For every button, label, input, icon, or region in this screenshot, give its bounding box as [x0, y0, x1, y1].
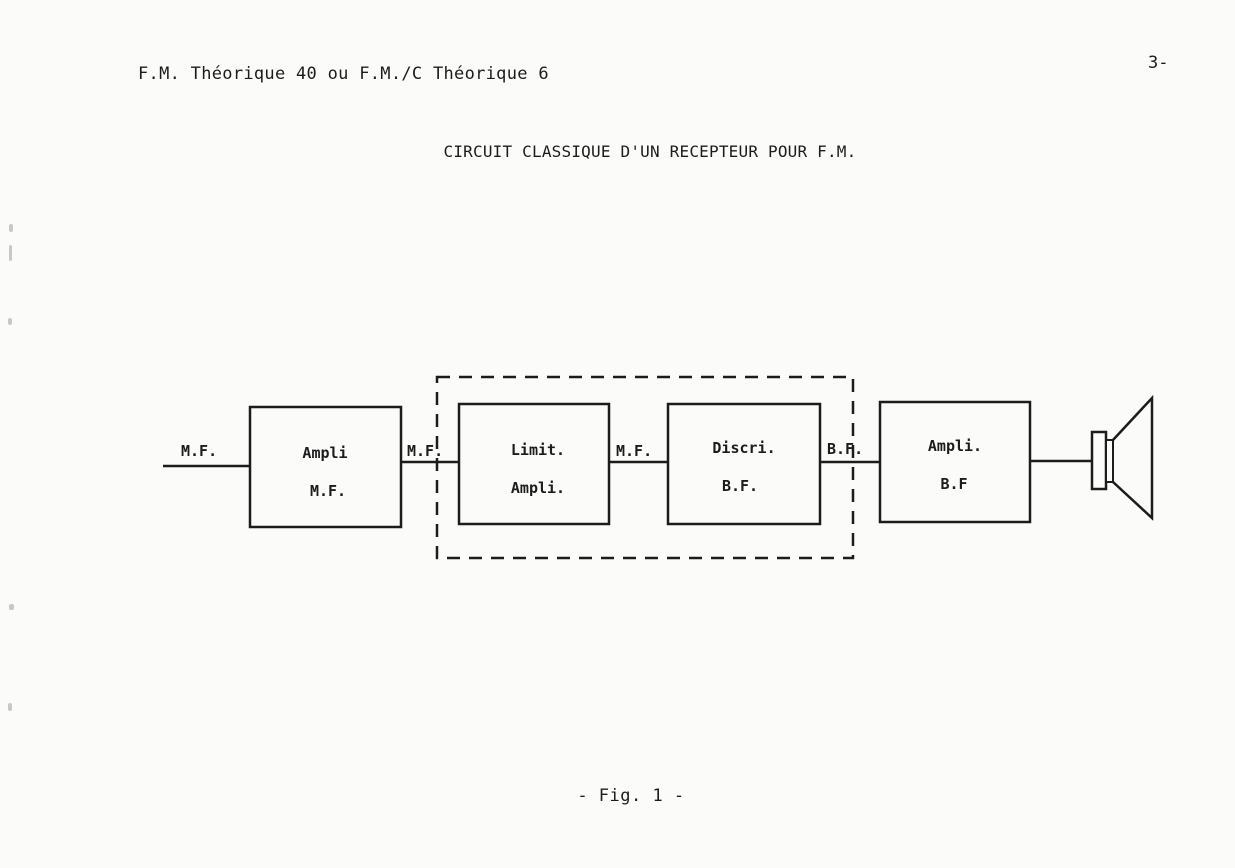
loudspeaker-icon: [1090, 394, 1154, 521]
block-ampli-bf: [878, 400, 1032, 524]
scan-mark: [8, 703, 12, 711]
block-limiter-line1: Limit.: [511, 441, 565, 459]
scan-mark: [9, 224, 13, 232]
label-mf-after-limiter: M.F.: [616, 442, 652, 460]
block-ampli-bf-line2: B.F: [940, 475, 967, 493]
scan-mark: [9, 604, 14, 610]
diagram-title: CIRCUIT CLASSIQUE D'UN RECEPTEUR POUR F.…: [443, 142, 857, 161]
block-limiter: [457, 402, 611, 526]
block-ampli-bf-line1: Ampli.: [928, 437, 982, 455]
block-discriminator-line1: Discri.: [712, 439, 775, 457]
block-discriminator: [666, 402, 822, 526]
block-ampli-mf-line2: M.F.: [310, 482, 346, 500]
page-number: 3-: [1148, 53, 1169, 73]
label-bf-after-discri: B.F.: [827, 440, 863, 458]
label-input-mf: M.F.: [181, 442, 217, 460]
figure-caption: - Fig. 1 -: [577, 786, 685, 806]
block-ampli-mf-line1: Ampli: [302, 444, 347, 462]
scan-mark: [8, 318, 12, 325]
dashed-enclosure: [435, 375, 855, 560]
page-header: F.M. Théorique 40 ou F.M./C Théorique 6: [138, 64, 549, 84]
block-discriminator-line2: B.F.: [722, 477, 758, 495]
block-limiter-line2: Ampli.: [511, 479, 565, 497]
block-ampli-mf: [248, 405, 403, 529]
scan-mark: [9, 245, 12, 261]
label-mf-after-ampli: M.F.: [407, 442, 443, 460]
